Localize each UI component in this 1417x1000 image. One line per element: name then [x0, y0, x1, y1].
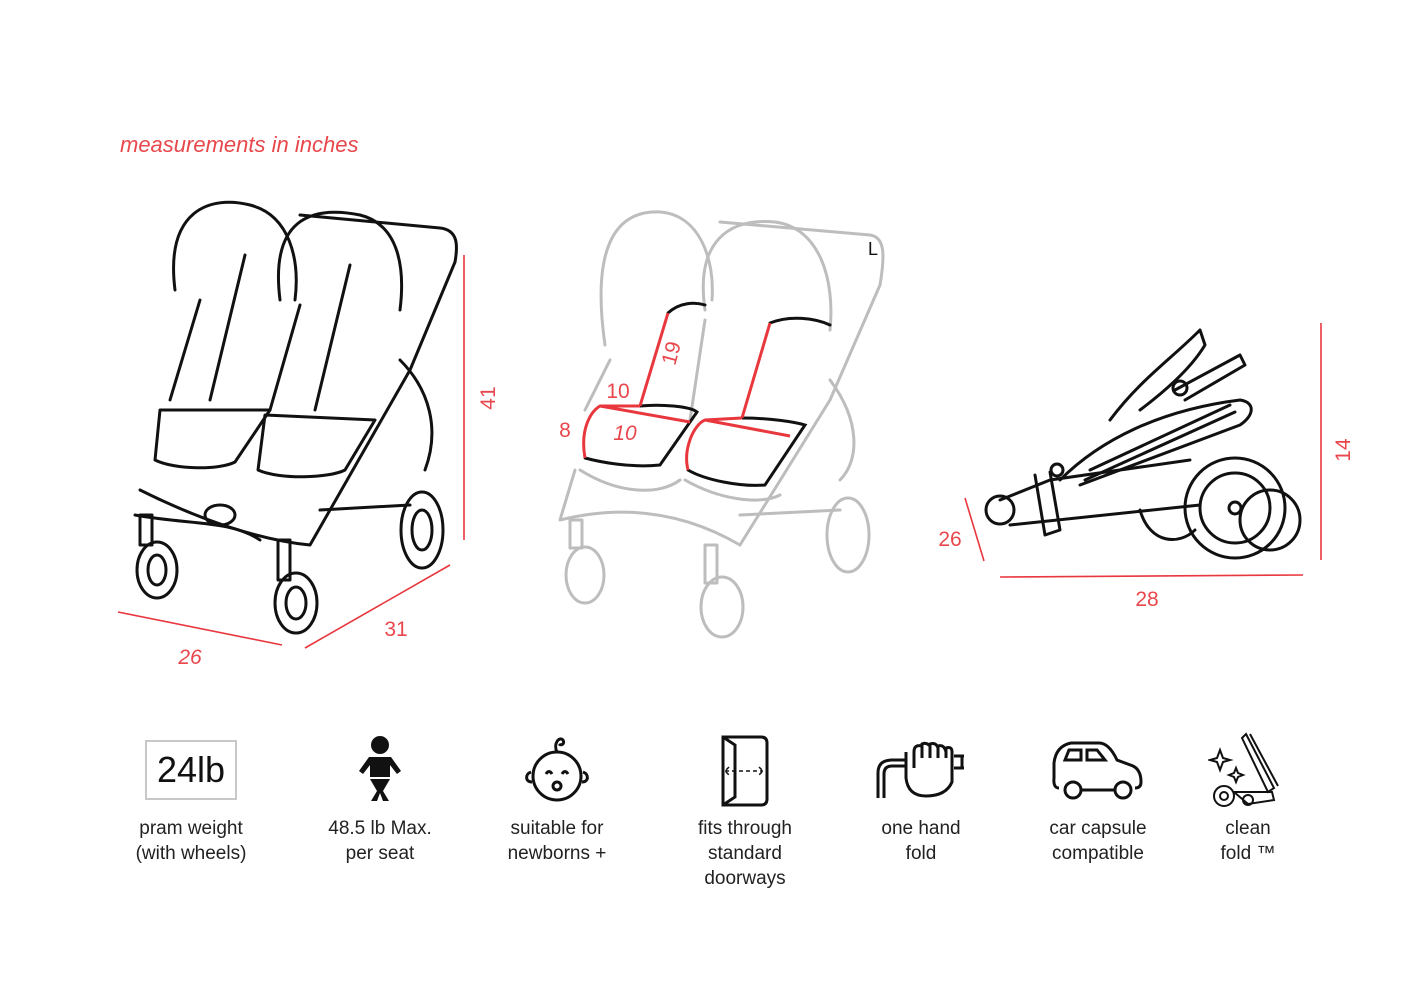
open-height-label: 41: [477, 386, 500, 409]
feature-label: one hand: [881, 818, 961, 839]
stroller-diagrams: 41 26 31 19 10 10 8 L: [117, 200, 1355, 669]
feature-car-capsule: car capsule compatible: [1008, 730, 1188, 866]
feature-label: clean: [1225, 818, 1271, 839]
seat-outline: [583, 301, 832, 487]
seat-side-label: 8: [559, 419, 571, 442]
feature-max-weight: 48.5 lb Max. per seat: [290, 730, 470, 866]
corner-mark: L: [868, 239, 878, 259]
doorway-icon: [721, 735, 769, 806]
feature-label: 48.5 lb Max.: [328, 818, 432, 839]
seat-width-label: 10: [606, 380, 629, 403]
feature-clean-fold: clean fold ™: [1158, 730, 1338, 866]
feature-doorways: fits through standard doorways: [655, 730, 835, 891]
seat-backrest-label: 19: [658, 339, 686, 368]
seat-depth-label: 10: [613, 422, 637, 445]
hand-fold-icon: [876, 741, 964, 798]
open-dimension-lines: [117, 255, 465, 649]
feature-label: fold ™: [1220, 843, 1276, 864]
car-icon: [1051, 741, 1143, 799]
open-depth-label: 31: [384, 618, 407, 641]
clean-fold-icon: [1208, 732, 1279, 807]
feature-label: car capsule: [1049, 818, 1147, 839]
feature-newborns: suitable for newborns +: [467, 730, 647, 866]
baby-figure-icon: [359, 736, 401, 801]
folded-height-label: 14: [1332, 438, 1355, 462]
baby-face-icon: [525, 737, 589, 802]
feature-label: fits through: [698, 818, 792, 839]
weight-box-icon: 24lb: [145, 740, 237, 800]
feature-label: (with wheels): [135, 843, 247, 864]
feature-label: compatible: [1052, 843, 1144, 864]
open-stroller-illustration: [133, 200, 458, 635]
folded-stroller-illustration: [984, 328, 1302, 560]
open-width-label: 26: [177, 646, 202, 669]
folded-width-label: 26: [938, 528, 961, 551]
feature-label: pram weight: [139, 818, 243, 839]
folded-length-label: 28: [1135, 588, 1158, 611]
seat-stroller-illustration: [558, 210, 885, 639]
feature-one-hand-fold: one hand fold: [831, 730, 1011, 866]
feature-label: suitable for: [510, 818, 604, 839]
folded-dimension-lines: [964, 323, 1322, 578]
feature-label: standard: [708, 843, 782, 864]
feature-pram-weight: 24lb pram weight (with wheels): [101, 730, 281, 866]
feature-label: doorways: [704, 868, 786, 889]
seat-dimension-lines: [582, 312, 791, 471]
feature-label: newborns +: [507, 843, 607, 864]
measurements-note: measurements in inches: [120, 132, 359, 157]
feature-label: per seat: [345, 843, 415, 864]
feature-label: fold: [905, 843, 937, 864]
